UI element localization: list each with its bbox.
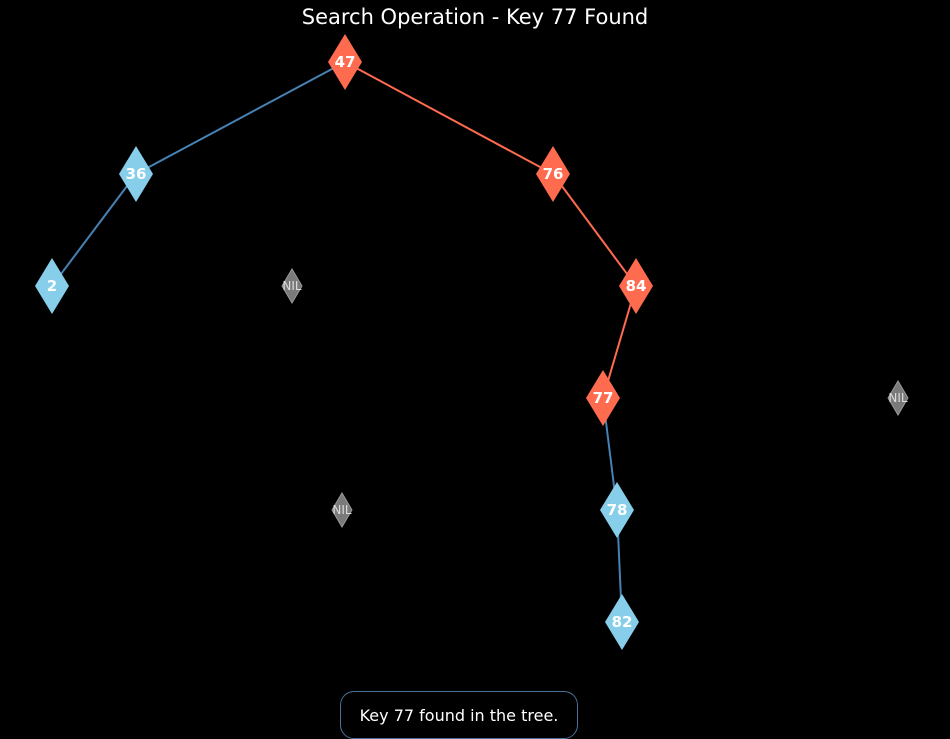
- node-shape: [605, 594, 639, 650]
- node-shape: [536, 146, 570, 202]
- edge-n76-n84: [552, 173, 637, 287]
- node-label: 78: [607, 501, 628, 519]
- tree-node-78: 78: [600, 482, 634, 538]
- edges-layer: [51, 61, 637, 623]
- nil-node-shape: [887, 380, 909, 416]
- tree-node-77: 77: [586, 370, 620, 426]
- node-shape: [35, 258, 69, 314]
- node-label: 2: [47, 277, 57, 295]
- tree-node-2: 2: [35, 258, 69, 314]
- node-label: 36: [126, 165, 147, 183]
- page-title: Search Operation - Key 77 Found: [301, 5, 649, 29]
- node-shape: [600, 482, 634, 538]
- nil-node: NIL: [887, 380, 909, 416]
- tree-node-82: 82: [605, 594, 639, 650]
- tree-node-36: 36: [119, 146, 153, 202]
- nil-node-shape: [331, 492, 353, 528]
- edge-n47-n36: [135, 61, 346, 175]
- node-label: 47: [335, 53, 356, 71]
- nil-node-label: NIL: [888, 391, 908, 405]
- node-label: 82: [612, 613, 633, 631]
- edge-n36-n2: [51, 173, 137, 287]
- nil-node: NIL: [331, 492, 353, 528]
- node-shape: [328, 34, 362, 90]
- tree-node-76: 76: [536, 146, 570, 202]
- nil-node-label: NIL: [282, 279, 302, 293]
- tree-node-47: 47: [328, 34, 362, 90]
- node-label: 84: [626, 277, 647, 295]
- nil-node-label: NIL: [332, 503, 352, 517]
- node-label: 76: [543, 165, 564, 183]
- edge-n47-n76: [344, 61, 554, 175]
- nil-node-shape: [281, 268, 303, 304]
- node-shape: [119, 146, 153, 202]
- node-shape: [619, 258, 653, 314]
- node-label: 77: [593, 389, 614, 407]
- nil-node: NIL: [281, 268, 303, 304]
- tree-node-84: 84: [619, 258, 653, 314]
- node-shape: [586, 370, 620, 426]
- status-message: Key 77 found in the tree.: [340, 691, 578, 739]
